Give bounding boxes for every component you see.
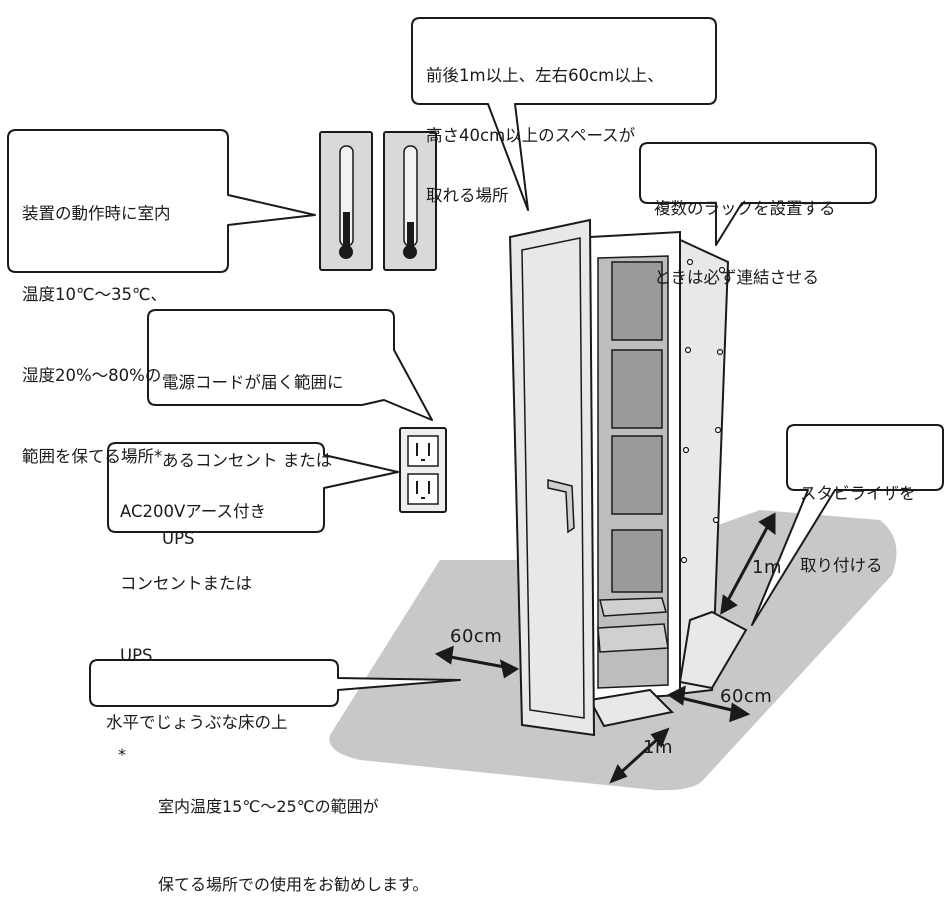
callout-ac200v-line-3: UPS (120, 646, 153, 665)
callout-power-cord-line-2: あるコンセント または (162, 451, 333, 470)
callout-stabilizer-box (751, 424, 944, 626)
callout-space-line-1: 前後1m以上、左右60cm以上、 (426, 66, 664, 85)
thermometer-icon (319, 131, 373, 271)
callout-power-cord-line-1: 電源コードが届く範囲に (162, 373, 344, 392)
callout-floor-text: 水平でじょうぶな床の上 (106, 673, 288, 753)
dimension-left-label: 60cm (450, 626, 503, 647)
callout-ac200v-line-1: AC200Vアース付き (120, 502, 266, 521)
callout-space-box (411, 17, 717, 211)
footnote-line-1: 室内温度15℃～25℃の範囲が (158, 797, 379, 816)
server-rack (508, 218, 748, 737)
dimension-front-label: 1m (643, 737, 673, 758)
callout-stabilizer-line-2: 取り付ける (800, 556, 883, 575)
footnote-line-2: 保てる場所での使用をお勧めします。 (158, 875, 429, 894)
installation-diagram (7, 17, 944, 791)
dimension-arrows (434, 512, 776, 784)
callout-multiple-racks-box (639, 142, 877, 246)
footnote-mark: * (118, 745, 126, 764)
thermometer-icon-2 (383, 131, 437, 271)
callout-stabilizer-line-1: スタビライザを (800, 484, 916, 503)
callout-multiple-racks-line-2: ときは必ず連結させる (654, 268, 819, 287)
callout-ac200v-line-2: コンセントまたは (120, 574, 252, 593)
callout-space-line-3: 取れる場所 (426, 186, 509, 205)
callout-temperature-line-4: 範囲を保てる場所* (22, 447, 163, 466)
callout-floor-line-1: 水平でじょうぶな床の上 (106, 713, 288, 732)
power-outlet-icon (399, 427, 447, 513)
callout-temperature-text: 装置の動作時に室内 温度10℃～35℃、 湿度20%～80%の 範囲を保てる場所… (22, 146, 171, 497)
callout-temperature-line-1: 装置の動作時に室内 (22, 204, 171, 223)
callout-power-cord-text: 電源コードが届く範囲に あるコンセント または UPS (162, 318, 344, 578)
callout-ac200v-box (107, 442, 399, 533)
callout-temperature-line-3: 湿度20%～80%の (22, 366, 162, 385)
footnote-text: 室内温度15℃～25℃の範囲が 保てる場所での使用をお勧めします。 (158, 742, 428, 924)
callout-multiple-racks-text: 複数のラックを設置する ときは必ず連結させる (654, 151, 836, 312)
callout-power-cord-box (147, 309, 433, 421)
callout-stabilizer-text: スタビライザを 取り付ける (800, 434, 916, 602)
callout-space-line-2: 高さ40cm以上のスペースが (426, 126, 636, 145)
dimension-right-label: 60cm (720, 686, 773, 707)
callout-temperature-box (7, 129, 316, 273)
callout-temperature-line-2: 温度10℃～35℃、 (22, 285, 168, 304)
callout-multiple-racks-line-1: 複数のラックを設置する (654, 199, 836, 218)
callout-power-cord-line-3: UPS (162, 529, 195, 548)
callout-floor-box (89, 659, 461, 707)
callout-space-text: 前後1m以上、左右60cm以上、 高さ40cm以上のスペースが 取れる場所 (426, 26, 664, 226)
dimension-back-label: 1m (752, 557, 782, 578)
callout-ac200v-text: AC200Vアース付き コンセントまたは UPS (120, 452, 266, 692)
